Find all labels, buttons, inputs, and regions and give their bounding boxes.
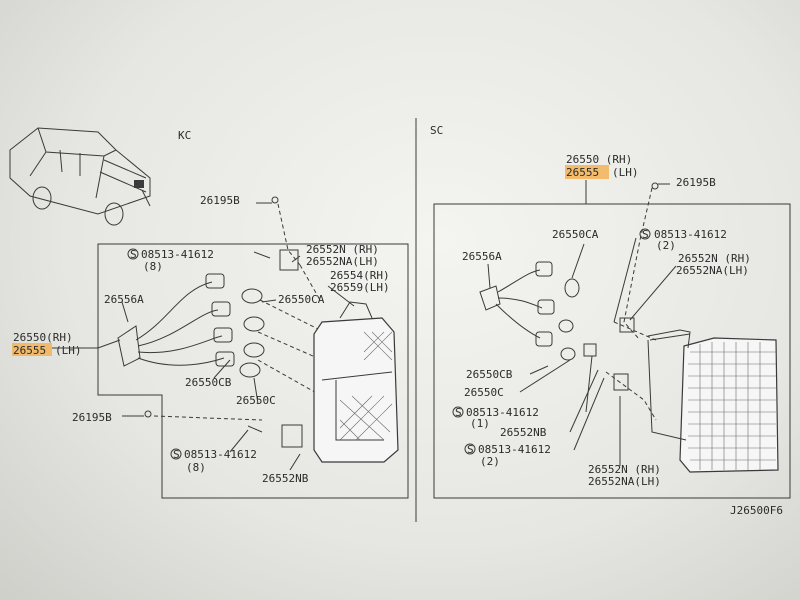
kc-26550-rh: 26550(RH) bbox=[13, 331, 73, 344]
sc-26556a: 26556A bbox=[462, 250, 502, 263]
sc-26550cb: 26550CB bbox=[466, 368, 513, 381]
kc-screw-top-qty: (8) bbox=[143, 260, 163, 273]
kc-26559: 26559(LH) bbox=[330, 281, 390, 294]
kc-26195b-bottom: 26195B bbox=[72, 411, 112, 424]
kc-sockets bbox=[205, 273, 235, 367]
sc-bracket-mid-icon bbox=[583, 343, 597, 357]
kc-screw-icon bbox=[247, 425, 263, 433]
kc-bulbs bbox=[239, 288, 265, 378]
kc-26552n: 26552N (RH) bbox=[306, 243, 379, 256]
sc-26555-highlight bbox=[565, 165, 609, 179]
sc-screw-b-qty: (1) bbox=[470, 417, 490, 430]
sc-26555-code: 26555 bbox=[566, 166, 599, 179]
sc-section: SC 26550 (RH) 26555 (LH) 26195B 26550CA … bbox=[430, 124, 791, 499]
sc-screw-c-code: 08513-41612 bbox=[478, 443, 551, 456]
kc-26555-highlight bbox=[12, 343, 52, 356]
sc-screw-c-qty: (2) bbox=[480, 455, 500, 468]
sc-26552n-b: 26552N (RH) bbox=[588, 463, 661, 476]
kc-26555-side: (LH) bbox=[55, 344, 82, 357]
kc-connector-icon bbox=[117, 325, 141, 367]
screw-symbol-text: S bbox=[642, 228, 649, 241]
sc-tail-lamp bbox=[647, 329, 779, 473]
kc-screw-icon bbox=[253, 251, 271, 259]
truck-illustration bbox=[9, 127, 151, 226]
kc-bracket-bottom-icon bbox=[281, 424, 303, 448]
sc-26550c: 26550C bbox=[464, 386, 504, 399]
sc-connector-icon bbox=[479, 285, 501, 311]
screw-symbol-icon bbox=[464, 443, 476, 455]
kc-screw-bot-qty: (8) bbox=[186, 461, 206, 474]
kc-section: KC 26195B S 08513-41612 (8) 26552N (RH) … bbox=[9, 127, 409, 499]
sc-screw-a-qty: (2) bbox=[656, 239, 676, 252]
sc-26552na-b: 26552NA(LH) bbox=[588, 475, 661, 488]
kc-26554: 26554(RH) bbox=[330, 269, 390, 282]
kc-screw-bot-code: 08513-41612 bbox=[184, 448, 257, 461]
kc-frame bbox=[97, 243, 409, 499]
screw-symbol-text: S bbox=[130, 248, 137, 261]
sc-sockets bbox=[535, 261, 555, 347]
kc-title: KC bbox=[178, 129, 191, 142]
kc-tail-lamp bbox=[313, 301, 399, 463]
kc-26552na: 26552NA(LH) bbox=[306, 255, 379, 268]
screw-symbol-text: S bbox=[455, 406, 462, 419]
sc-26552n: 26552N (RH) bbox=[678, 252, 751, 265]
kc-26552nb: 26552NB bbox=[262, 472, 309, 485]
kc-bracket-top-icon bbox=[279, 249, 299, 271]
sc-screw-b-code: 08513-41612 bbox=[466, 406, 539, 419]
sc-title: SC bbox=[430, 124, 443, 137]
sc-26552nb: 26552NB bbox=[500, 426, 547, 439]
screw-symbol-text: S bbox=[173, 448, 180, 461]
sc-frame bbox=[433, 203, 791, 499]
screw-symbol-icon bbox=[127, 248, 139, 260]
sc-26550-rh: 26550 (RH) bbox=[566, 153, 632, 166]
kc-screw-top-code: 08513-41612 bbox=[141, 248, 214, 261]
kc-26550c: 26550C bbox=[236, 394, 276, 407]
kc-26550cb: 26550CB bbox=[185, 376, 232, 389]
sc-26550ca: 26550CA bbox=[552, 228, 599, 241]
kc-26555-code: 26555 bbox=[13, 344, 46, 357]
figure-code: J26500F6 bbox=[730, 504, 783, 517]
sc-26555-side: (LH) bbox=[612, 166, 639, 179]
sc-screw-a-code: 08513-41612 bbox=[654, 228, 727, 241]
taillamp-marker-icon bbox=[134, 180, 144, 188]
sc-clip-icon bbox=[651, 182, 659, 190]
kc-clip-icon bbox=[271, 196, 279, 204]
screw-symbol-icon bbox=[639, 228, 651, 240]
sc-bracket-top-icon bbox=[619, 317, 635, 333]
sc-bracket-bottom-icon bbox=[613, 373, 629, 391]
kc-26195b-top: 26195B bbox=[200, 194, 240, 207]
kc-26550ca: 26550CA bbox=[278, 293, 325, 306]
sc-26195b: 26195B bbox=[676, 176, 716, 189]
sc-26552na: 26552NA(LH) bbox=[676, 264, 749, 277]
screw-symbol-icon bbox=[170, 448, 182, 460]
kc-26556a: 26556A bbox=[104, 293, 144, 306]
kc-clip-icon bbox=[144, 410, 152, 418]
screw-symbol-text: S bbox=[467, 443, 474, 456]
screw-symbol-icon bbox=[452, 406, 464, 418]
sc-bulbs bbox=[558, 278, 580, 361]
